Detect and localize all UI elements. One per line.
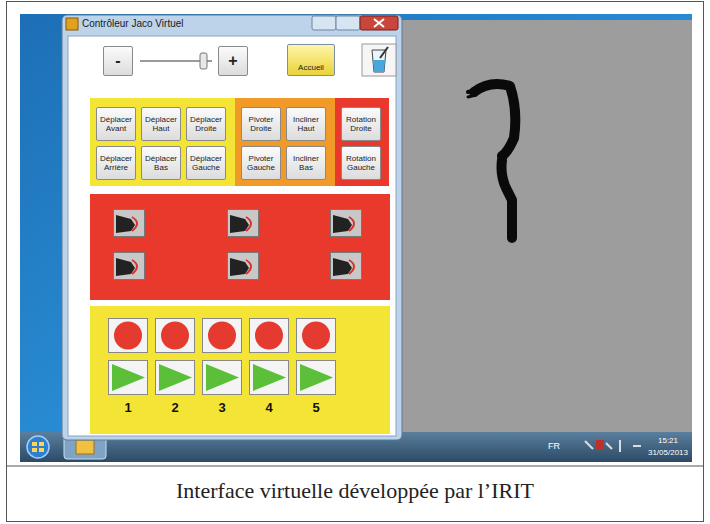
command-button: Pivoter Gauche (241, 146, 281, 180)
button-label: Déplacer Arrière (98, 154, 134, 172)
button-label: Déplacer Droite (188, 115, 224, 133)
app-window: Contrôleur Jaco Virtuel - + AccueilDéplacer… (62, 15, 402, 440)
button-label: Déplacer Bas (143, 154, 179, 172)
command-button: Déplacer Droite (186, 107, 226, 141)
command-button: Incliner Haut (286, 107, 326, 141)
figure-caption: Interface virtuelle développée par l’IRI… (176, 478, 534, 504)
window-title: Contrôleur Jaco Virtuel (82, 18, 184, 29)
button-label: Rotation Droite (343, 115, 379, 133)
command-button: Incliner Bas (286, 146, 326, 180)
button-label: Déplacer Haut (143, 115, 179, 133)
button-label: Incliner Haut (288, 115, 324, 133)
button-label: + (228, 53, 237, 69)
command-button: Pivoter Droite (241, 107, 281, 141)
command-button: Déplacer Arrière (96, 146, 136, 180)
button-label: Pivoter Droite (243, 115, 279, 133)
command-button: Déplacer Avant (96, 107, 136, 141)
clock-time: 15:21 (658, 436, 678, 445)
button-label: Incliner Bas (288, 154, 324, 172)
preset-number: 4 (265, 400, 272, 415)
preset-number: 3 (218, 400, 225, 415)
command-button: Déplacer Gauche (186, 146, 226, 180)
button-label: Rotation Gauche (343, 154, 379, 172)
step-button: - (103, 46, 133, 76)
clock-date: 31/05/2013 (648, 448, 688, 457)
preset-number: 2 (171, 400, 178, 415)
command-button: Déplacer Bas (141, 146, 181, 180)
command-button: Déplacer Haut (141, 107, 181, 141)
home-button: Accueil (287, 44, 335, 76)
preset-number: 1 (124, 400, 131, 415)
command-button: Rotation Droite (341, 107, 381, 141)
button-label: Pivoter Gauche (243, 154, 279, 172)
command-button: Rotation Gauche (341, 146, 381, 180)
button-label: Déplacer Gauche (188, 154, 224, 172)
button-label: - (115, 53, 120, 69)
button-label: Accueil (298, 63, 324, 72)
language-indicator: FR (548, 441, 560, 451)
preset-number: 5 (312, 400, 319, 415)
step-button: + (218, 46, 248, 76)
button-label: Déplacer Avant (98, 115, 134, 133)
